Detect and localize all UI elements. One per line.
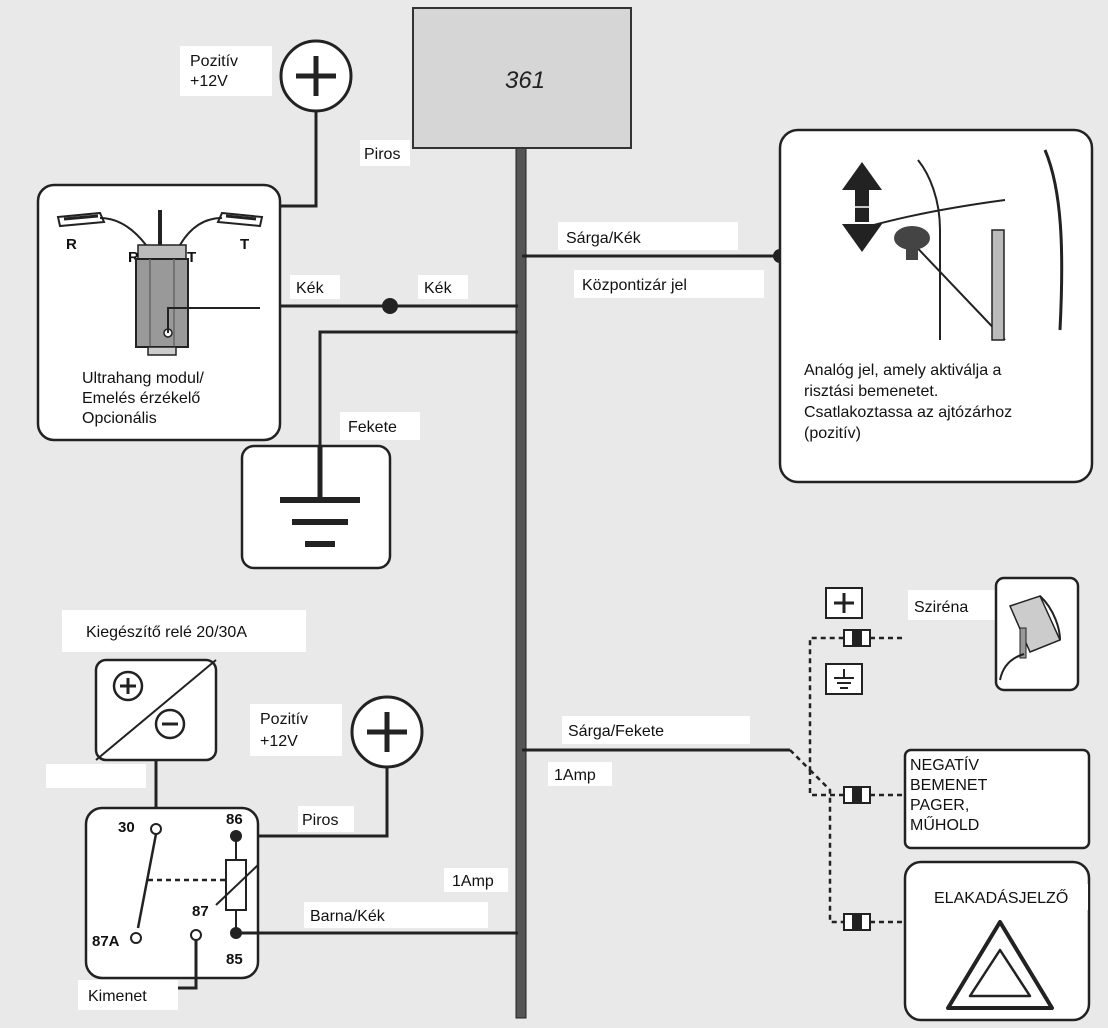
wire-piros-mid-label: Piros <box>302 812 338 829</box>
main-unit-361: 361 <box>412 7 632 149</box>
sensor-r-label: R <box>66 236 77 253</box>
hazard: ELAKADÁSJELZŐ <box>903 860 1091 1022</box>
ground-symbol <box>240 444 392 570</box>
wire-kek-label-left: Kék <box>296 280 325 297</box>
wire-fekete-label: Fekete <box>348 419 397 436</box>
negative-input-line-2: BEMENET <box>910 777 988 794</box>
power-mid: Pozitív +12V <box>250 695 424 769</box>
ultrasonic-label-3: Opcionális <box>82 410 157 427</box>
siren: Sziréna <box>825 576 1080 695</box>
ultrasonic-label-2: Emelés érzékelő <box>82 390 200 407</box>
power-mid-label-1: Pozitív <box>260 711 308 728</box>
wire-barna-label: Barna/Kék <box>310 908 386 925</box>
analog-note-3: Csatlakoztassa az ajtózárhoz <box>804 404 1012 421</box>
power-top-label-1: Pozitív <box>190 53 238 70</box>
central-lock-signal-label: Központizár jel <box>582 277 687 294</box>
negative-input-line-1: NEGATÍV <box>910 755 979 774</box>
siren-label: Sziréna <box>914 599 968 616</box>
pin-r-label: R <box>128 249 139 266</box>
pin-86: 86 <box>226 811 243 828</box>
central-lock-wire-label: Sárga/Kék <box>566 230 642 247</box>
kek-splice <box>382 298 398 314</box>
door-lock-illustration: Analóg jel, amely aktiválja a risztási b… <box>778 128 1094 484</box>
analog-note-4: (pozitív) <box>804 425 861 442</box>
wire-piros-top <box>280 111 318 208</box>
analog-note-2: risztási bemenetet. <box>804 383 938 400</box>
pin-87a: 87A <box>92 933 120 950</box>
up-down-arrow-icon <box>842 162 882 252</box>
ultrasonic-module: R T R T Ultrahang modul/ Emelés érzékelő… <box>36 183 282 442</box>
pin-87: 87 <box>192 903 209 920</box>
sensor-t-label: T <box>240 236 249 253</box>
wire-barna-fuse: 1Amp <box>452 873 494 890</box>
fuse-hazard <box>843 913 871 931</box>
analog-note-1: Analóg jel, amely aktiválja a <box>804 362 1002 379</box>
power-top: Pozitív +12V <box>180 39 353 113</box>
main-unit-label: 361 <box>505 67 545 94</box>
pin-30: 30 <box>118 819 135 836</box>
main-harness <box>515 139 527 1019</box>
output-label: Kimenet <box>88 988 147 1005</box>
wire-sarga-fekete-fuse: 1Amp <box>554 767 596 784</box>
hazard-label: ELAKADÁSJELZŐ <box>934 888 1068 907</box>
ground-icon <box>834 669 854 689</box>
negative-input: NEGATÍV BEMENET PAGER, MŰHOLD <box>903 748 1091 850</box>
warning-triangle-icon <box>946 920 1054 1010</box>
negative-input-line-4: MŰHOLD <box>910 815 979 834</box>
wire-piros-mid <box>240 767 389 838</box>
wire-piros-top-label: Piros <box>364 146 400 163</box>
power-mid-label-2: +12V <box>260 733 298 750</box>
power-top-label-2: +12V <box>190 73 228 90</box>
pin-t-label: T <box>187 249 196 266</box>
fuse-siren <box>843 629 871 647</box>
pin-85: 85 <box>226 951 243 968</box>
relay-title: Kiegészítő relé 20/30A <box>86 624 247 641</box>
wire-sarga-fekete-label: Sárga/Fekete <box>568 723 664 740</box>
ultrasonic-label-1: Ultrahang modul/ <box>82 370 204 387</box>
wire-kek-label-right: Kék <box>424 280 453 297</box>
relay-pins: 30 86 87A 87 85 <box>84 806 260 980</box>
negative-input-line-3: PAGER, <box>910 797 969 814</box>
relay-symbol <box>94 658 218 762</box>
fuse-negative-input <box>843 786 871 804</box>
